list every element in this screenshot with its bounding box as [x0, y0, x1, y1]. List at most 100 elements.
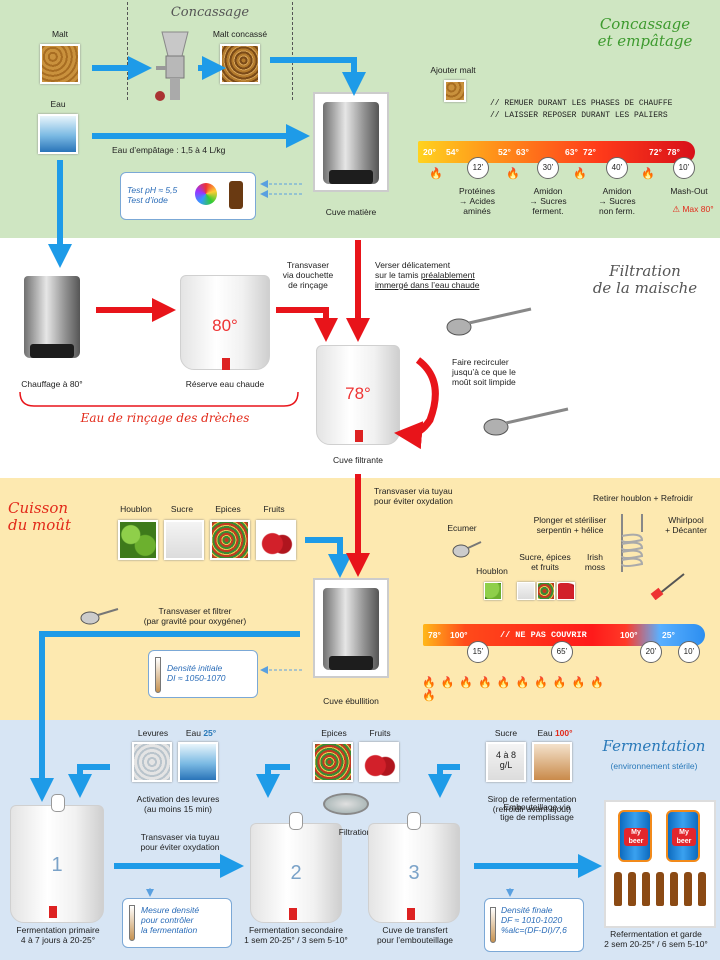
boil-title: Cuisson du moût — [8, 499, 71, 535]
fire-icon: 🔥 — [573, 168, 587, 180]
crush-divider-left — [127, 2, 128, 100]
boil-timer-0-icon: 15’ — [467, 641, 489, 663]
keg-icon: My beer — [618, 810, 652, 862]
filter-title: Filtration de la maische — [592, 262, 698, 298]
boil-temp-2: 100° — [620, 630, 638, 640]
bottles-kegs-image: My beer My beer — [604, 800, 716, 928]
ingredient-hops-image — [118, 520, 158, 560]
boil-hops-label: Houblon — [476, 566, 508, 576]
yeast-water-label: Eau 25° — [180, 728, 222, 739]
add-malt-label: Ajouter malt — [430, 65, 476, 75]
reserve-label: Réserve eau chaude — [185, 379, 265, 389]
bottle-icon — [628, 872, 636, 906]
grain-mill-icon — [150, 30, 200, 110]
mash-time-0: 12’ — [472, 163, 484, 172]
mash-tests-text: Test pH ≈ 5,5 Test d’iode — [127, 185, 178, 205]
boil-additions-label: Sucre, épices et fruits — [519, 552, 571, 572]
step-proteins: Protéines → Acides aminés — [459, 186, 495, 216]
boil-time-1: 65’ — [556, 647, 568, 656]
bottle-icon — [698, 872, 706, 906]
tap-icon — [407, 908, 415, 920]
yeast-activation-label: Activation des levures (au moins 15 min) — [136, 794, 220, 814]
ph-chart-icon — [195, 183, 217, 205]
ingredient-fruits-label: Fruits — [263, 504, 285, 514]
crush-divider-right — [292, 2, 293, 100]
yeast-water-temp: 25° — [203, 728, 217, 738]
lauter-tun-label: Cuve filtrante — [332, 455, 384, 465]
note-stir: // REMUER DURANT LES PHASES DE CHAUFFE — [490, 99, 673, 108]
yeast-label: Levures — [137, 728, 169, 738]
max-temp-label: Max 80° — [682, 204, 714, 214]
mash-ratio-label: Eau d’empâtage : 1,5 à 4 L/kg — [112, 145, 226, 155]
yeast-image — [132, 742, 172, 782]
mash-temp-0: 20° — [423, 147, 436, 157]
filter-sieve-icon — [323, 793, 369, 815]
bottling-label: Embouteillage via tige de remplissage — [500, 802, 574, 822]
bottling-bucket: 3 — [368, 812, 460, 923]
mash-time-2: 40’ — [611, 163, 623, 172]
boil-timer-1-icon: 65’ — [551, 641, 573, 663]
ferm-spices-image — [313, 742, 353, 782]
syrup-label: Sirop de refermentation (refroidir avant… — [487, 794, 577, 814]
tap-icon — [49, 906, 57, 918]
ferm-spices-label: Epices — [321, 728, 347, 738]
boil-sugar-image — [517, 582, 535, 600]
skim-label: Ecumer — [447, 523, 477, 533]
mash-temp-6: 72° — [649, 147, 662, 157]
mash-temp-5: 72° — [583, 147, 596, 157]
syrup-sugar-label: Sucre — [494, 728, 518, 738]
boil-hops-image — [484, 582, 502, 600]
keg-icon: My beer — [666, 810, 700, 862]
fermenter-2-number: 2 — [290, 862, 302, 884]
mash-timer-2-icon: 40’ — [606, 157, 628, 179]
ferm-transfer-label: Transvaser via tuyau pour éviter oxydati… — [140, 832, 220, 852]
keg-label: My beer — [672, 828, 696, 846]
chiller-coil-icon — [618, 512, 646, 574]
tap-icon — [289, 908, 297, 920]
bottle-icon — [656, 872, 664, 906]
hydrometer-icon — [155, 657, 161, 693]
reserve-temp: 80° — [212, 316, 238, 335]
mash-time-3: 10’ — [678, 163, 690, 172]
mash-timer-3-icon: 10’ — [673, 157, 695, 179]
pour-underlined: préalablement immergé dans l’eau chaude — [375, 269, 480, 290]
pour-instruction: Verser délicatement sur le tamis préalab… — [375, 260, 515, 290]
mash-timer-1-icon: 30’ — [537, 157, 559, 179]
yeast-water-text: Eau — [185, 728, 201, 738]
stirring-paddle-icon — [650, 570, 686, 601]
malt-crushed-label: Malt concassé — [212, 29, 268, 39]
boil-fire-row-icon: 🔥🔥🔥🔥🔥🔥🔥🔥🔥🔥🔥 — [422, 677, 609, 702]
bottle-icon — [614, 872, 622, 906]
mash-temp-1: 54° — [446, 147, 459, 157]
boil-temp-1: 100° — [450, 630, 468, 640]
malt-image — [40, 44, 80, 84]
recirculate-label: Faire recirculer jusqu’à ce que le moût … — [452, 357, 516, 387]
measure-density-box: Mesure densité pour contrôler la ferment… — [122, 898, 232, 948]
heater-pot-image — [16, 268, 92, 368]
airlock-icon — [407, 812, 421, 830]
step-mashout: Mash-Out — [670, 186, 708, 196]
ferm-fruits-image — [359, 742, 399, 782]
water-image — [38, 114, 78, 154]
mash-timer-0-icon: 12’ — [467, 157, 489, 179]
mash-temp-7: 78° — [667, 147, 680, 157]
ingredient-fruits-image — [256, 520, 296, 560]
fire-icon: 🔥 — [506, 168, 520, 180]
remove-hops-label: Retirer houblon + Refroidir — [593, 493, 693, 503]
boil-temperature-bar — [423, 624, 705, 646]
mash-tun-label: Cuve matière — [325, 207, 377, 217]
bottle-icon — [684, 872, 692, 906]
crush-title: Concassage — [170, 5, 250, 20]
tap-icon — [222, 358, 230, 370]
boil-time-0: 15’ — [472, 647, 484, 656]
boil-transfer-label: Transvaser via tuyau pour éviter oxydati… — [374, 486, 453, 506]
filtration-label: Filtration — [338, 827, 372, 837]
step-starch-ferment: Amidon → Sucres ferment. — [529, 186, 567, 216]
mash-title: Concassage et empâtage — [597, 15, 693, 51]
initial-density-box: Densité initiale DI ≈ 1050-1070 — [148, 650, 258, 698]
fermenter-3-label: Cuve de transfert pour l’embouteillage — [376, 925, 454, 945]
final-density-text: Densité finale DF ≈ 1010-1020 %alc=(DF-D… — [501, 905, 567, 935]
max-temp-warning: ⚠ Max 80° — [672, 204, 714, 214]
heating-label: Chauffage à 80° — [21, 379, 83, 389]
ingredient-sugar-label: Sucre — [170, 504, 194, 514]
